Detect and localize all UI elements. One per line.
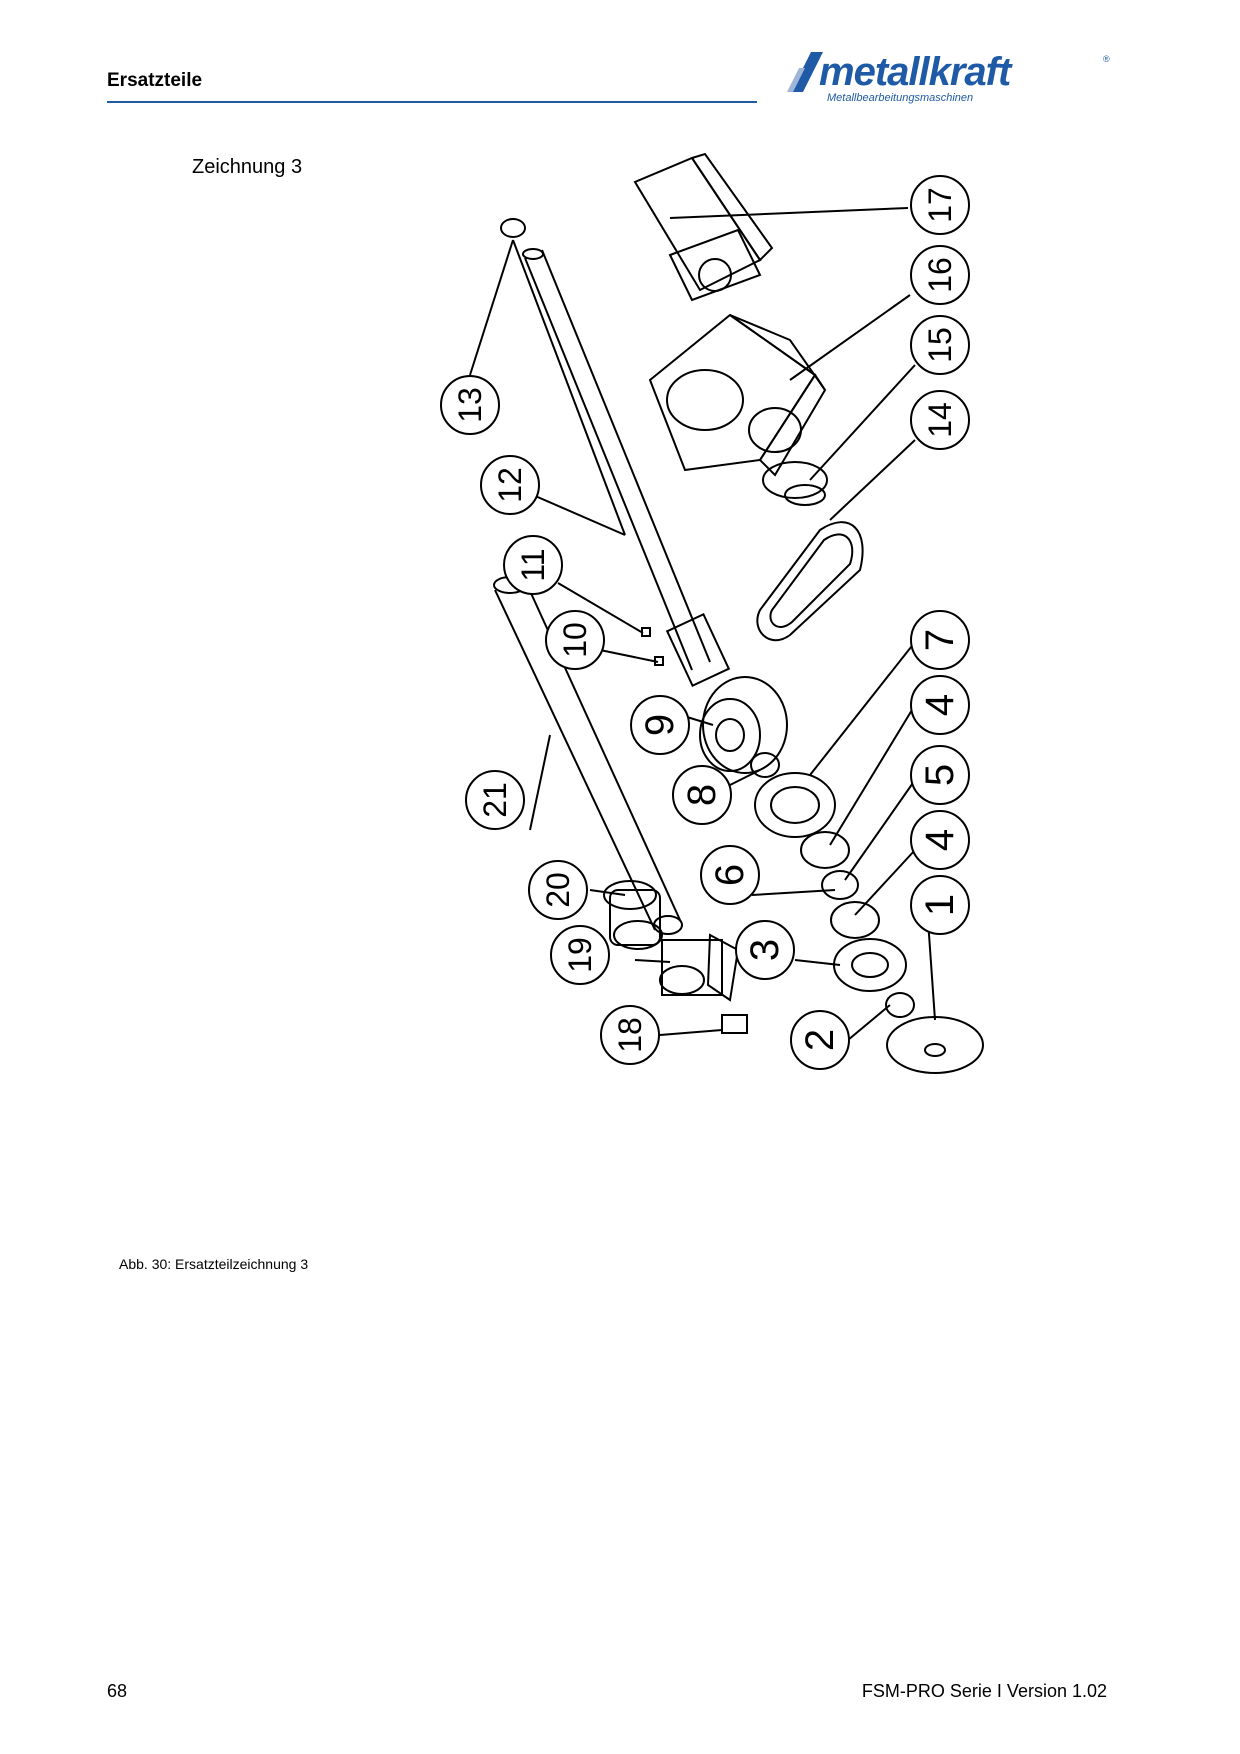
bearing-upper bbox=[800, 831, 850, 869]
callout-18 bbox=[600, 1005, 660, 1065]
callout-number-5: 5 bbox=[918, 764, 962, 786]
callout-number-4b: 4 bbox=[918, 694, 962, 716]
callout-number-17: 17 bbox=[922, 187, 958, 223]
logo-wordmark: metallkraft bbox=[819, 50, 1011, 94]
callout-5 bbox=[910, 745, 970, 805]
callout-4b bbox=[910, 810, 970, 870]
callout-1 bbox=[910, 875, 970, 935]
figure-caption: Abb. 30: Ersatzteilzeichnung 3 bbox=[119, 1256, 309, 1272]
callout-number-13: 13 bbox=[452, 387, 488, 423]
logo-subtitle: Metallbearbeitungsmaschinen bbox=[827, 92, 974, 104]
drive-belt bbox=[756, 521, 864, 642]
callouts bbox=[440, 175, 970, 1070]
lock-nut bbox=[885, 992, 915, 1018]
callout-16 bbox=[910, 245, 970, 305]
end-cap bbox=[886, 1016, 984, 1074]
callout-number-3: 3 bbox=[743, 939, 787, 961]
carrier-clamp bbox=[721, 1014, 748, 1034]
document-version: FSM-PRO Serie I Version 1.02 bbox=[861, 1681, 1107, 1701]
callout-number-14: 14 bbox=[922, 402, 958, 438]
callout-number-6: 6 bbox=[708, 864, 752, 886]
large-pulley bbox=[699, 676, 788, 774]
servo-motor bbox=[633, 152, 774, 302]
section-title: Ersatzteile bbox=[107, 70, 203, 91]
callout-17 bbox=[910, 175, 970, 235]
shaft-end bbox=[641, 613, 731, 687]
callout-number-4a: 4 bbox=[918, 829, 962, 851]
callout-21 bbox=[465, 770, 525, 830]
spacer-ring bbox=[750, 752, 780, 778]
callout-8 bbox=[672, 765, 732, 825]
callout-11 bbox=[503, 535, 563, 595]
nut-housing bbox=[603, 880, 663, 950]
header-rule bbox=[107, 101, 757, 103]
callout-6 bbox=[700, 845, 760, 905]
shaft-nut bbox=[500, 218, 526, 238]
callout-20 bbox=[528, 860, 588, 920]
callout-numbers: 1 2 3 4 5 4 6 7 8 9 10 11 12 13 14 15 16… bbox=[452, 187, 962, 1053]
callout-4a bbox=[910, 675, 970, 735]
callout-2 bbox=[790, 1010, 850, 1070]
callout-number-15: 15 bbox=[922, 327, 958, 363]
callout-number-8: 8 bbox=[680, 784, 724, 806]
drawing-label: Zeichnung 3 bbox=[192, 156, 303, 178]
callout-14 bbox=[910, 390, 970, 450]
cover-plate bbox=[833, 938, 907, 992]
motor-bracket bbox=[648, 313, 827, 477]
logo-registered-mark: ® bbox=[1103, 54, 1110, 64]
page-number: 68 bbox=[107, 1681, 128, 1701]
bearing-lower bbox=[830, 901, 880, 939]
callout-3 bbox=[735, 920, 795, 980]
callout-number-2: 2 bbox=[798, 1029, 842, 1051]
callout-number-18: 18 bbox=[612, 1017, 648, 1053]
callout-number-9: 9 bbox=[638, 714, 682, 736]
callout-number-19: 19 bbox=[562, 937, 598, 973]
seal-ring bbox=[821, 870, 859, 900]
callout-10 bbox=[545, 610, 605, 670]
callout-7 bbox=[910, 610, 970, 670]
callout-13 bbox=[440, 375, 500, 435]
callout-number-7: 7 bbox=[918, 629, 962, 651]
callout-number-11: 11 bbox=[515, 548, 551, 581]
nut-carrier bbox=[659, 933, 740, 1002]
callout-number-16: 16 bbox=[922, 257, 958, 293]
callout-15 bbox=[910, 315, 970, 375]
callout-number-21: 21 bbox=[477, 782, 513, 818]
callout-number-12: 12 bbox=[492, 467, 528, 503]
callout-9 bbox=[630, 695, 690, 755]
spindle-shaft bbox=[522, 248, 711, 671]
exploded-parts-drawing: 1 2 3 4 5 4 6 7 8 9 10 11 12 13 14 15 16… bbox=[440, 152, 984, 1074]
callout-number-1: 1 bbox=[918, 894, 962, 916]
logo-mark-icon bbox=[787, 52, 823, 92]
bearing-flange bbox=[754, 772, 836, 838]
callout-19 bbox=[550, 925, 610, 985]
callout-number-20: 20 bbox=[540, 872, 576, 908]
brand-logo: metallkraft ® Metallbearbeitungsmaschine… bbox=[785, 48, 1115, 106]
callout-number-10: 10 bbox=[557, 622, 593, 658]
callout-12 bbox=[480, 455, 540, 515]
small-pulley bbox=[762, 461, 828, 506]
